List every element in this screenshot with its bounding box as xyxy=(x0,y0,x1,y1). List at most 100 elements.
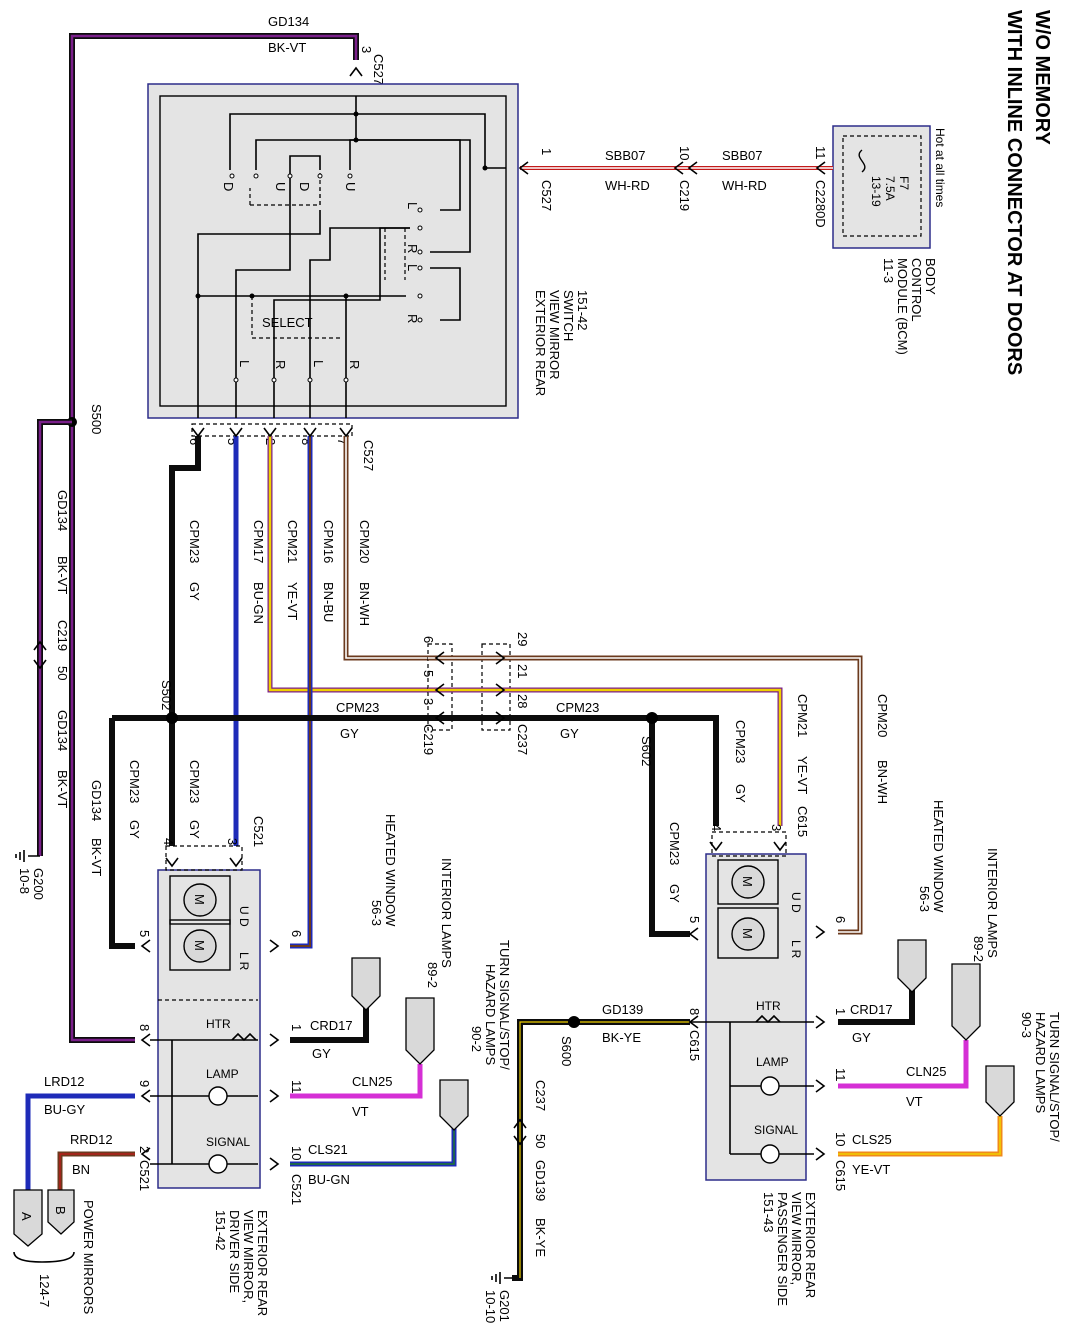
gd139-circuit2: GD139 xyxy=(533,1160,548,1201)
pass-motor-ud-text: U D xyxy=(789,892,803,913)
switch-top-letters: D U D U xyxy=(221,182,358,191)
c219-terminal-icons xyxy=(434,651,445,725)
pass-dest-il-1: INTERIOR LAMPS xyxy=(985,848,1000,958)
driver-left-pin-5: 5 xyxy=(137,930,152,937)
pass-dest-ts-1: TURN SIGNAL/STOP/ xyxy=(1047,1012,1062,1142)
splice-s602: S602 xyxy=(639,736,654,766)
gd134-left-color3: BK-VT xyxy=(89,838,104,876)
gd134-left-circuit3: GD134 xyxy=(89,780,104,821)
diagram-title: W/O MEMORY WITH INLINE CONNECTOR AT DOOR… xyxy=(1003,10,1053,375)
driver-mirror-name-3: DRIVER SIDE xyxy=(227,1210,242,1293)
wire-cpm20-vertical: CPM20 BN-WH xyxy=(343,436,428,661)
switch-letter-d2: D xyxy=(297,182,312,191)
pass-out-cls25-color: YE-VT xyxy=(852,1162,890,1177)
drv-out-cln25-color: VT xyxy=(352,1104,369,1119)
switch-bottom-conn: C527 xyxy=(361,440,376,471)
inline-c237-label: C237 xyxy=(515,724,530,755)
pass-dest-hw-1: HEATED WINDOW xyxy=(931,800,946,913)
pm-name: POWER MIRRORS xyxy=(81,1200,96,1314)
vwire-cpm23-color: GY xyxy=(187,582,202,601)
pass-wire-cpm20-circuit: CPM20 xyxy=(875,694,890,737)
pass-mirror-name-3: PASSENGER SIDE xyxy=(775,1192,790,1306)
feed-pin-c527: 1 xyxy=(539,148,554,155)
pass-wire-cpm20-color: BN-WH xyxy=(875,760,890,804)
drv-out-cls21-circuit: CLS21 xyxy=(308,1142,348,1157)
drv-dest-ts-3: 90-2 xyxy=(469,1026,484,1052)
drv-out-crd17-color: GY xyxy=(312,1046,331,1061)
pass-motor-ud-icon xyxy=(731,865,765,899)
pass-signal-icon xyxy=(760,1144,780,1164)
driver-left-pin-8: 8 xyxy=(137,1024,152,1031)
wire-gd134-left: GD134 BK-VT C219 50 GD134 BK-VT G200 10-… xyxy=(15,419,72,900)
switch-letter-r2: R xyxy=(405,314,420,323)
gd139-conn: C237 xyxy=(533,1080,548,1111)
pm-connector-b-icon xyxy=(47,1189,75,1235)
ground-g201-icon xyxy=(491,1272,512,1284)
drv-dest-ts-2: HAZARD LAMPS xyxy=(483,964,498,1065)
bcm-fuse-id: F7 xyxy=(897,176,911,190)
pass-c615-left: C615 xyxy=(687,1030,702,1061)
splice-s600: S600 xyxy=(559,1036,574,1066)
pass-top-pin-3: 3 xyxy=(769,824,784,831)
title-line-1: W/O MEMORY xyxy=(1031,10,1053,145)
switch-pin-5: 5 xyxy=(225,438,240,445)
switch-side-letters: L R L R xyxy=(405,202,420,323)
feed-conn-c219: C219 xyxy=(677,180,692,211)
feed-wire-sbb07: 1 10 11 SBB07 SBB07 WH-RD WH-RD C527 C21… xyxy=(518,146,833,228)
switch-letter-bl2: L xyxy=(311,360,326,367)
switch-name-3: SWITCH xyxy=(561,290,576,341)
drv-dest-hw-2: 56-3 xyxy=(369,900,384,926)
pass-htr-label: HTR xyxy=(756,999,781,1013)
pm-connector-a-icon xyxy=(13,1189,43,1247)
pass-heated-window-connector-icon xyxy=(897,939,927,993)
inline-cpm23-right-circuit: CPM23 xyxy=(556,700,599,715)
switch-letter-r1: R xyxy=(405,244,420,253)
driver-signal-icon xyxy=(208,1154,228,1174)
c219-pin-5: 5 xyxy=(421,670,436,677)
feed-pin-c2280d: 11 xyxy=(813,146,828,160)
switch-terminal-icons xyxy=(191,427,353,438)
pass-wire-cpm23a-color: GY xyxy=(733,784,748,803)
drv-dest-il-2: 89-2 xyxy=(425,962,440,988)
bcm-fuse-rating: 7.5A xyxy=(883,176,897,201)
pass-right-pin-6: 6 xyxy=(833,916,848,923)
bcm-name-2: CONTROL xyxy=(909,258,924,322)
pm-brace-icon xyxy=(13,1251,75,1263)
splice-s500: S500 xyxy=(89,404,104,434)
driver-motor-lr-text: L R xyxy=(237,952,251,971)
switch-bottom-letters: L R L R xyxy=(237,360,362,369)
driver-right-pin-11: 11 xyxy=(289,1080,304,1094)
drv-out-cls21-color: BU-GN xyxy=(308,1172,350,1187)
feed-pin-c219: 10 xyxy=(677,146,692,160)
driver-lamp-label: LAMP xyxy=(206,1067,239,1081)
gd134-left-color2: BK-VT xyxy=(55,770,70,808)
pass-out-crd17-circuit: CRD17 xyxy=(850,1002,893,1017)
drv-wire-cpm23a-color: GY xyxy=(127,820,142,839)
splice-s602-dot xyxy=(646,712,658,724)
vwire-cpm17-color: BU-GN xyxy=(251,582,266,624)
switch-name-2: VIEW MIRROR xyxy=(547,290,562,380)
pass-out-crd17-color: GY xyxy=(852,1030,871,1045)
switch-name-1: EXTERIOR REAR xyxy=(533,290,548,396)
c219-pin-6: 6 xyxy=(421,636,436,643)
pm-ref: 124-7 xyxy=(37,1274,52,1307)
c237-ground-terminal-icon xyxy=(513,1118,527,1146)
bcm-name-4: 11-3 xyxy=(881,258,896,283)
pass-right-pin-11: 11 xyxy=(833,1068,848,1082)
pass-wire-cpm23b-circuit: CPM23 xyxy=(667,822,682,865)
wire-gd134-top: GD134 BK-VT 3 C527 S500 GD134 BK-VT xyxy=(67,14,386,1043)
driver-right-pin-10: 10 xyxy=(289,1146,304,1160)
bcm-hot-label: Hot at all times xyxy=(933,128,947,207)
passenger-terminal-icons xyxy=(688,841,826,1161)
gd134-top-circuit: GD134 xyxy=(268,14,309,29)
pass-heater-icon xyxy=(755,1014,781,1024)
c237-pin-28: 28 xyxy=(515,694,530,708)
driver-wire-labels: CPM23 GY CPM23 GY C521 xyxy=(127,760,266,847)
splice-s502: S502 xyxy=(159,680,174,710)
switch-top-conn: C527 xyxy=(371,54,386,85)
driver-mirror-name-4: 151-42 xyxy=(213,1210,228,1250)
switch-letter-l1: L xyxy=(405,202,420,209)
vwire-cpm23-circuit: CPM23 xyxy=(187,520,202,563)
wire-cpm16-vertical: CPM16 BN-BU xyxy=(290,436,336,949)
pass-turn-signal-connector-icon xyxy=(985,1065,1015,1117)
